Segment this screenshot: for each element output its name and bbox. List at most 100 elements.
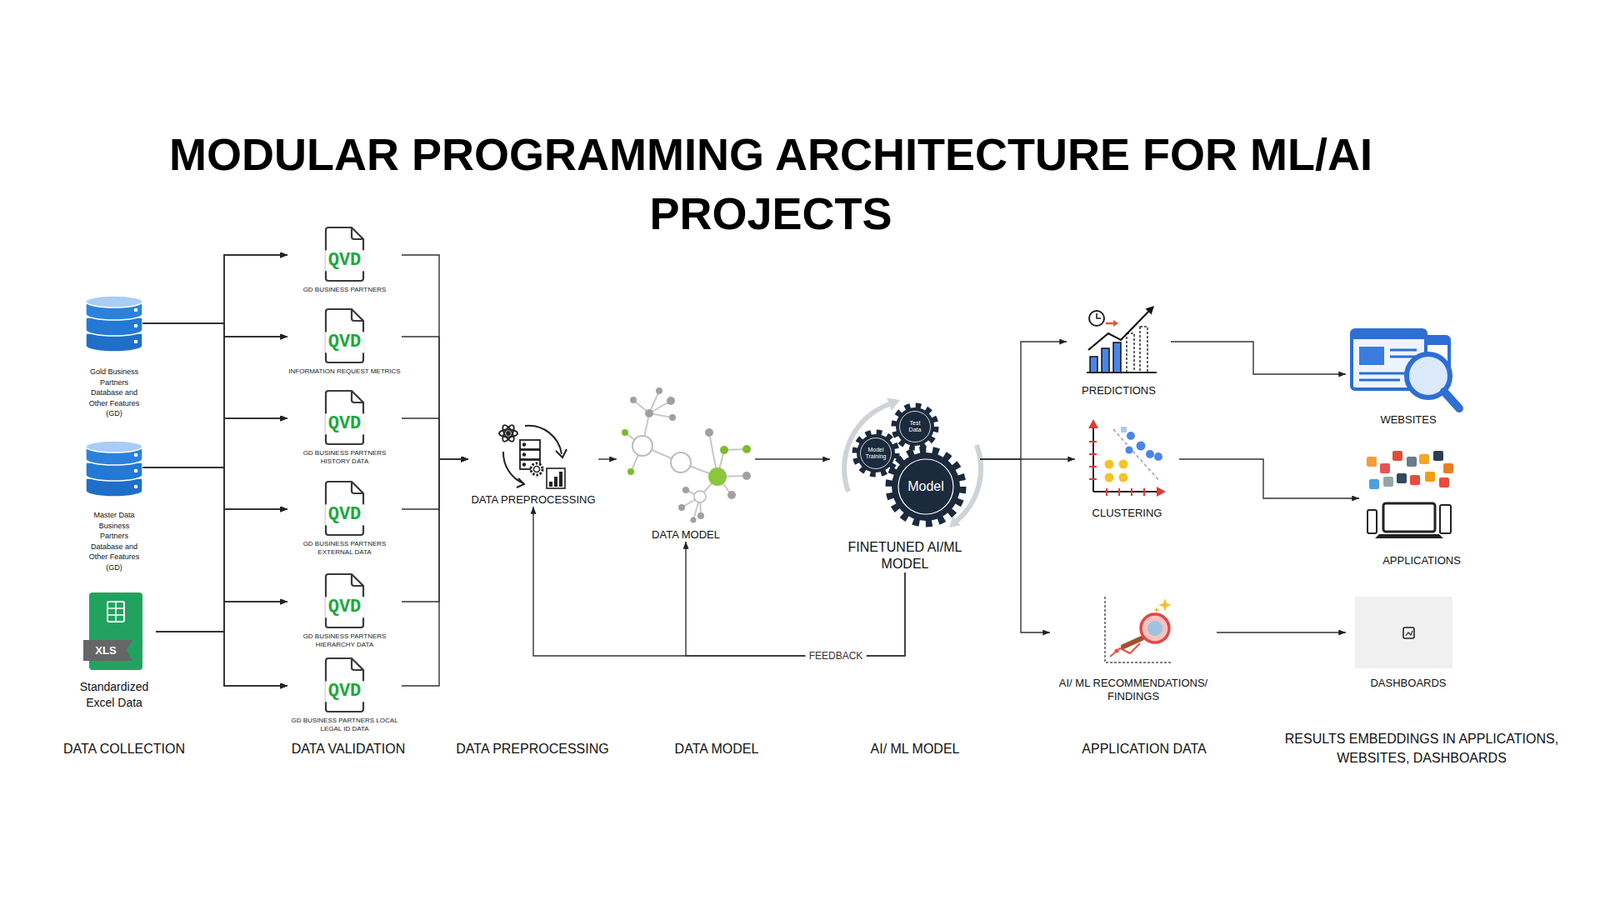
gear-icon <box>956 445 981 521</box>
network-graph-icon <box>632 435 653 456</box>
stage-label: RESULTS EMBEDDINGS IN APPLICATIONS, WEBS… <box>1271 729 1572 768</box>
database-icon <box>85 440 143 497</box>
icon-area <box>85 433 143 510</box>
stage-label: DATA COLLECTION <box>63 739 185 759</box>
icon-text: Model <box>907 479 945 495</box>
gear-icon <box>898 459 954 515</box>
preprocessing-icon <box>523 443 526 446</box>
qvd-file-icon <box>351 574 364 586</box>
preprocessing-icon <box>549 481 553 487</box>
diagram-node: WEBSITES <box>1345 326 1471 427</box>
icon-area <box>1075 415 1180 507</box>
network-graph-icon <box>678 504 685 511</box>
preprocessing-icon <box>516 478 525 488</box>
connector <box>142 323 288 419</box>
predictions-icon <box>1088 310 1150 350</box>
node-label: APPLICATIONS <box>1359 554 1485 568</box>
network-graph-icon <box>670 452 691 473</box>
gear-icon <box>895 407 935 446</box>
predictions-icon <box>1126 333 1135 373</box>
icon-area <box>830 387 980 540</box>
connector <box>155 631 288 686</box>
diagram-node: QVDINFORMATION REQUEST METRICS <box>287 309 402 376</box>
gear-icon <box>889 450 963 524</box>
applications-icon <box>1367 510 1377 534</box>
diagram-node: DASHBOARDS <box>1345 593 1471 690</box>
icon-area <box>616 390 755 529</box>
connector <box>142 467 288 686</box>
excel-icon <box>107 601 125 622</box>
connector <box>1179 459 1360 499</box>
network-graph-icon <box>645 409 654 418</box>
predictions-icon <box>1090 356 1098 373</box>
node-label: INFORMATION REQUEST METRICS <box>287 367 402 376</box>
connector <box>155 336 288 632</box>
preprocessing-icon <box>523 463 526 466</box>
gear-icon <box>894 405 936 448</box>
connector <box>142 336 288 468</box>
network-graph-icon <box>727 490 736 500</box>
diagram-node: AI/ ML RECOMMENDATIONS/ FINDINGS <box>1050 593 1217 704</box>
websites-icon <box>1359 346 1385 365</box>
icon-area <box>1050 593 1217 677</box>
connector <box>142 255 288 324</box>
database-icon <box>134 453 139 458</box>
preprocessing-icon <box>499 430 518 438</box>
diagram-node: Test DataModel TrainingModelFINETUNED AI… <box>830 387 980 573</box>
database-icon <box>134 485 139 490</box>
node-label: GD BUSINESS PARTNERS <box>287 285 402 295</box>
qvd-file-icon <box>351 309 364 321</box>
applications-icon <box>1369 479 1380 490</box>
preprocessing-icon <box>530 463 543 475</box>
recommendation-icon <box>1123 638 1142 647</box>
applications-icon <box>1392 450 1403 461</box>
clustering-icon <box>1136 441 1146 451</box>
connector <box>155 601 288 632</box>
connector <box>142 323 288 510</box>
predictions-icon <box>1089 310 1105 326</box>
icon-text: QVD <box>325 504 365 525</box>
network-graph-icon <box>682 486 690 494</box>
clustering-icon <box>1092 426 1095 492</box>
diagram-node: CLUSTERING <box>1075 415 1180 520</box>
clustering-icon <box>1089 441 1145 496</box>
connector <box>401 418 469 460</box>
applications-icon <box>1366 450 1454 539</box>
database-icon <box>134 469 139 474</box>
network-graph-icon <box>720 445 729 455</box>
dashboard-panel <box>1355 596 1453 669</box>
node-label: FINETUNED AI/ML MODEL <box>830 539 980 573</box>
preprocessing-icon <box>499 423 567 489</box>
icon-text: Test Data <box>904 420 926 434</box>
qvd-file-icon <box>351 658 364 670</box>
diagram-node: Master Data Business Partners Database a… <box>85 433 143 573</box>
icon-area <box>468 416 599 494</box>
connector <box>401 336 469 460</box>
network-graph-icon <box>705 428 714 437</box>
node-label: DASHBOARDS <box>1345 676 1471 690</box>
applications-icon <box>1410 475 1420 485</box>
connector <box>142 255 288 468</box>
gear-icon <box>891 452 960 521</box>
connector <box>980 341 1067 460</box>
websites-icon <box>1351 330 1426 340</box>
node-label: Master Data Business Partners Database a… <box>85 510 143 573</box>
applications-icon <box>1396 473 1407 484</box>
connector <box>155 418 288 632</box>
connector <box>401 459 469 602</box>
dashboard-panel <box>1405 630 1413 636</box>
network-graph-icon <box>621 387 751 524</box>
applications-icon <box>1425 471 1435 482</box>
database-icon <box>134 308 139 313</box>
icon-area <box>1359 445 1485 555</box>
gear-icon <box>949 516 961 528</box>
network-graph-icon <box>655 387 663 395</box>
connector <box>755 458 830 460</box>
network-graph-icon <box>625 390 747 520</box>
clustering-icon <box>1113 429 1160 482</box>
connector <box>598 458 617 460</box>
connector <box>142 467 288 510</box>
applications-icon <box>1406 456 1417 467</box>
preprocessing-icon <box>500 423 517 444</box>
